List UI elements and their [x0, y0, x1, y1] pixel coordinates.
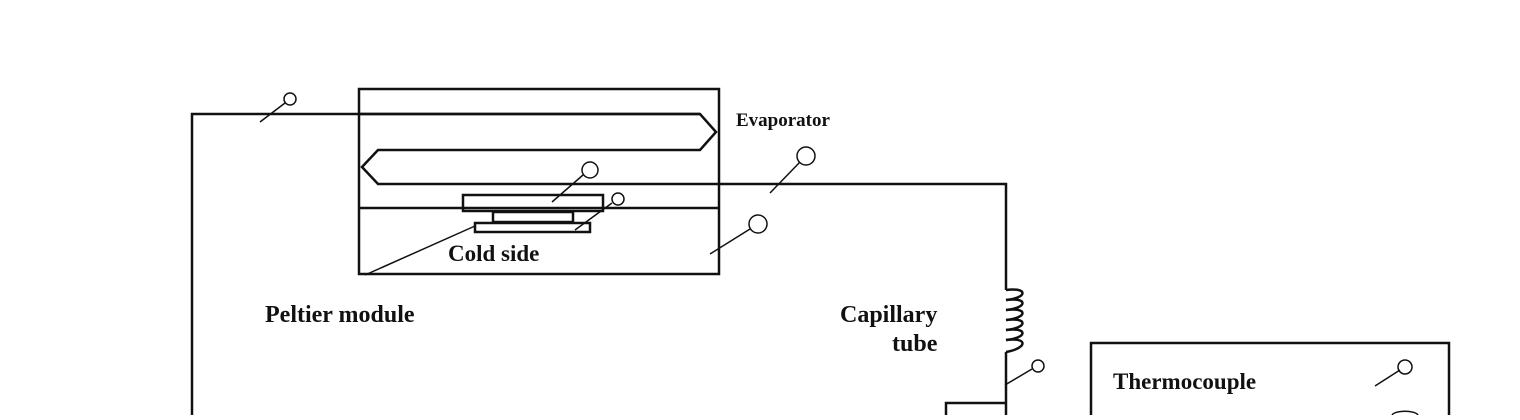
thermocouple-probe: [259, 92, 297, 123]
thermocouple-probe: [574, 192, 625, 231]
thermocouple-probe: [709, 214, 768, 255]
peltier-leader-line: [364, 225, 476, 276]
cabinet-box: [357, 87, 721, 276]
legend-box: Thermocouple: [1089, 341, 1451, 420]
thermocouple-probe: [551, 161, 599, 203]
legend-frame: [1089, 341, 1451, 420]
peltier-plate-bottom: [473, 221, 592, 234]
capillary-tube-coil: [1005, 288, 1024, 354]
legend-partial-symbol: [1391, 410, 1419, 416]
capillary-label-line2: tube: [892, 331, 938, 357]
evaporator-coil: [360, 112, 718, 186]
thermocouple-probe: [1004, 359, 1045, 386]
thermocouple-probe: [769, 146, 816, 194]
pipe-suction-right: [700, 182, 1008, 290]
legend-thermocouple-label: Thermocouple: [1113, 369, 1256, 394]
capillary-label-line1: Capillary: [840, 302, 937, 328]
evaporator-label: Evaporator: [736, 110, 831, 131]
legend-thermocouple-symbol: [1374, 359, 1413, 387]
peltier-module-label: Peltier module: [265, 302, 415, 328]
pipe-left-return: [190, 112, 700, 415]
peltier-core: [491, 210, 575, 224]
peltier-module: [461, 193, 605, 234]
compressor-box: [944, 401, 1006, 415]
cold-side-label: Cold side: [448, 241, 539, 266]
refrigerant-pipe: [190, 112, 1008, 415]
